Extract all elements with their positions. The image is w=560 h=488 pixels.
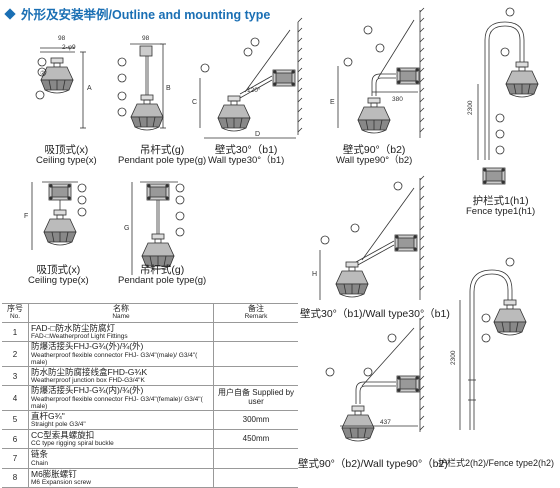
caption-ceiling-type: 吸顶式(x) Ceiling type(x)	[36, 144, 97, 167]
fence1-height-dim: 2300	[467, 100, 474, 115]
wall30-d-dim: D	[255, 131, 260, 138]
wall90-width-dim: 380	[392, 96, 403, 103]
caption-ceiling-type-2: 吸顶式(x) Ceiling type(x)	[28, 264, 89, 287]
caption-pendant-type-2: 吊杆式(g) Pendant pole type(g)	[118, 264, 207, 287]
wall30-type-drawing	[199, 17, 303, 139]
caption-fence1-type: 护栏式1(h1) Fence type1(h1)	[466, 195, 536, 218]
caption-fence2-type: 护栏式2(h2)/Fence type2(h2)	[438, 458, 555, 468]
table-row: 2 防爆活接头FHJ-G¾(外)/¾(外)Weatherproof flexib…	[2, 341, 298, 367]
pendant-type-drawing	[117, 43, 166, 131]
pendant2-type-drawing	[131, 181, 185, 275]
wall90-type-drawing	[337, 7, 425, 138]
caption-wall90-type-2: 壁式90°（b2)/Wall type90°（b2)	[298, 458, 448, 470]
section-title: 外形及安装举例/Outline and mounting type	[21, 8, 271, 22]
ceiling-height-dim: A	[87, 85, 92, 92]
pendant2-g-dim: G	[124, 225, 129, 232]
svg-text:②: ②	[40, 70, 45, 77]
fence1-type-drawing	[477, 7, 539, 185]
section-header: 外形及安装举例/Outline and mounting type	[4, 4, 271, 23]
table-row: 4 防爆活接头FHJ-G¾(内)/¾(外)Weatherproof flexib…	[2, 385, 298, 411]
ceiling2-f-dim: F	[24, 213, 28, 220]
fence2-height-dim: 2300	[450, 350, 457, 365]
caption-wall30-type-2: 壁式30°（b1)/Wall type30°（b1)	[300, 308, 450, 320]
pendant-height-dim: B	[166, 85, 171, 92]
wall90b-width-dim: 437	[380, 419, 391, 426]
table-row: 5 直杆G¾"Straight pole G3/4" 300mm	[2, 409, 298, 431]
wall90b-type-drawing	[325, 315, 425, 442]
fence2-type-drawing	[459, 257, 527, 430]
wall90-e-dim: E	[330, 99, 335, 106]
caption-wall30-type: 壁式30°（b1) Wall type30°（b1)	[208, 144, 285, 167]
wall30-angle-dim: 120°	[247, 86, 261, 94]
caption-wall90-type: 壁式90°（b2) Wall type90°（b2)	[336, 144, 413, 167]
ceiling-type-drawing: ②	[35, 47, 86, 129]
ceiling2-type-drawing	[31, 181, 87, 250]
wall30-c-dim: C	[192, 99, 197, 106]
pipe-thread-dim: 2-φ9	[62, 44, 76, 51]
wall30b-type-drawing	[319, 175, 425, 300]
wall30b-h-dim: H	[312, 271, 317, 278]
pendant-top-dim: 98	[142, 35, 150, 42]
ceiling-top-dim: 98	[58, 35, 66, 42]
caption-pendant-type: 吊杆式(g) Pendant pole type(g)	[118, 144, 207, 167]
